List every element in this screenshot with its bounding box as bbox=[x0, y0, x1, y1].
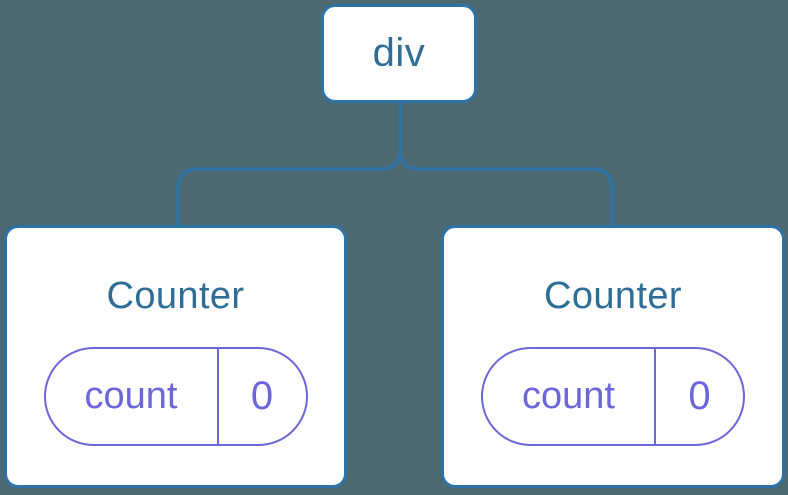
branch-left-line bbox=[176, 102, 402, 226]
state-value-label: 0 bbox=[688, 374, 711, 418]
state-key-label: count bbox=[46, 349, 219, 444]
tree-node-root-div: div bbox=[321, 4, 477, 103]
tree-node-counter-right: Counter count 0 bbox=[441, 225, 785, 488]
component-name-label: Counter bbox=[106, 275, 245, 317]
root-node-label: div bbox=[372, 31, 426, 75]
branch-right-line bbox=[398, 102, 614, 226]
state-pill: count 0 bbox=[43, 347, 308, 446]
state-value-label: 0 bbox=[250, 374, 274, 418]
component-name-label: Counter bbox=[544, 275, 682, 317]
tree-node-counter-left: Counter count 0 bbox=[4, 225, 347, 488]
state-key-label: count bbox=[483, 349, 656, 444]
state-pill: count 0 bbox=[481, 347, 745, 446]
